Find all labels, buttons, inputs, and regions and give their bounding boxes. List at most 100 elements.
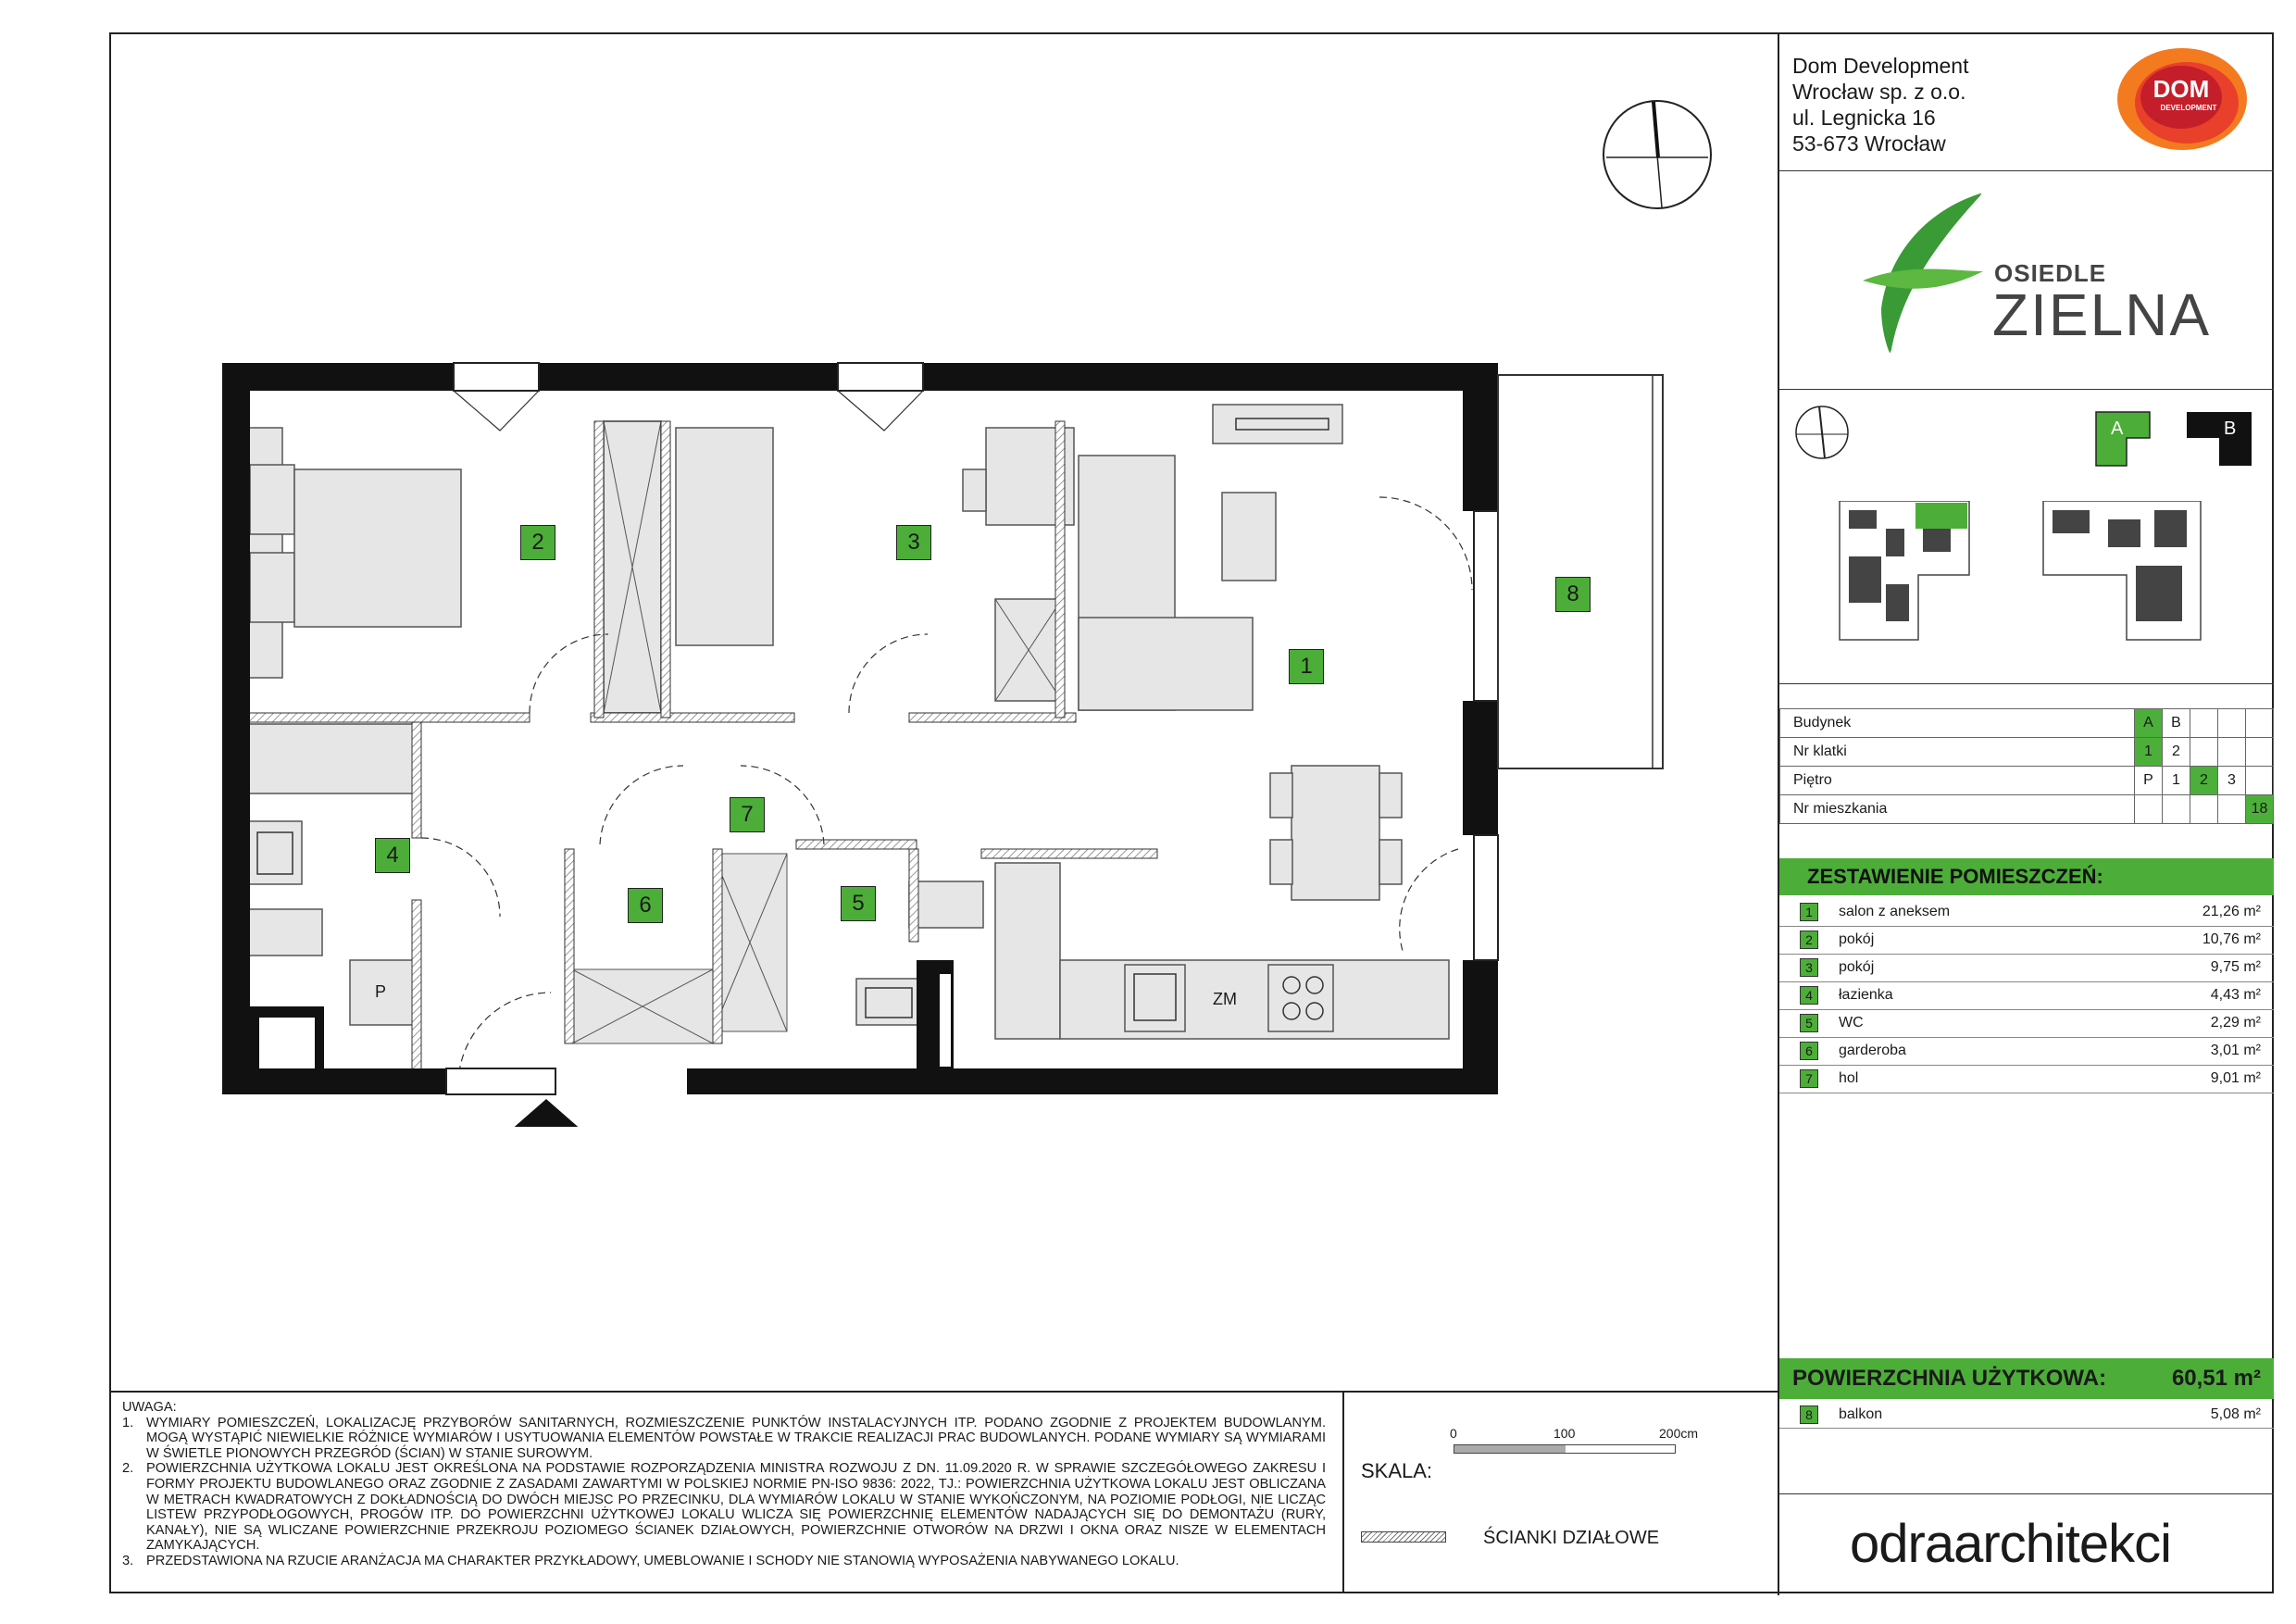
partition-legend-label: ŚCIANKI DZIAŁOWE bbox=[1483, 1528, 1660, 1548]
building-row: Budynek A B bbox=[1779, 708, 2274, 738]
scale-tick-100: 100 bbox=[1554, 1426, 1576, 1441]
room-num: 4 bbox=[1800, 986, 1818, 1005]
floor-label: Piętro bbox=[1779, 766, 2135, 795]
note-text: PRZEDSTAWIONA NA RZUCIE ARANŻACJA MA CHA… bbox=[146, 1553, 1179, 1568]
building-floor-plans-icon bbox=[1839, 501, 2202, 641]
room-area: 9,75 m² bbox=[2103, 954, 2274, 982]
scale-tick-0: 0 bbox=[1450, 1426, 1457, 1441]
room-name: łazienka bbox=[1839, 981, 2104, 1010]
room-tag-4: 4 bbox=[375, 838, 410, 873]
staircase-row: Nr klatki 1 2 bbox=[1779, 737, 2274, 767]
key-plan-block: A B bbox=[1779, 390, 2274, 684]
note-text: WYMIARY POMIESZCZEŃ, LOKALIZACJĘ PRZYBOR… bbox=[146, 1415, 1326, 1461]
room-num: 3 bbox=[1800, 958, 1818, 977]
unit-info-table: Budynek A B Nr klatki 1 2 Piętro P 1 2 3… bbox=[1779, 708, 2274, 824]
project-brand-small: OSIEDLE bbox=[1994, 259, 2107, 287]
room-tag-2: 2 bbox=[520, 525, 555, 560]
room-name: WC bbox=[1839, 1009, 2104, 1038]
floor-opt-p: P bbox=[2134, 766, 2163, 795]
staircase-opt-1: 1 bbox=[2134, 737, 2163, 767]
room-name: salon z aneksem bbox=[1839, 898, 2104, 927]
dom-logo-text: DOM bbox=[2153, 75, 2210, 103]
room-tag-6: 6 bbox=[628, 888, 663, 923]
room-tag-8: 8 bbox=[1555, 577, 1591, 612]
room-tag-5: 5 bbox=[841, 886, 876, 921]
scale-label: SKALA: bbox=[1361, 1459, 1433, 1482]
kitchen-zm-label: ZM bbox=[1213, 990, 1237, 1008]
project-logo-block: OSIEDLE ZIELNA bbox=[1779, 171, 2274, 390]
room-tag-1: 1 bbox=[1289, 649, 1324, 684]
room-num: 2 bbox=[1800, 931, 1818, 949]
usable-area-total: POWIERZCHNIA UŻYTKOWA: 60,51 m² bbox=[1779, 1358, 2274, 1399]
apartment-label: Nr mieszkania bbox=[1779, 794, 2135, 824]
note-item: 2.POWIERZCHNIA UŻYTKOWA LOKALU JEST OKRE… bbox=[122, 1461, 1326, 1554]
room-num: 7 bbox=[1800, 1069, 1818, 1088]
room-tag-7: 7 bbox=[730, 797, 765, 832]
apartment-number: 18 bbox=[2245, 794, 2274, 824]
building-opt-a: A bbox=[2134, 708, 2163, 738]
room-name: pokój bbox=[1839, 954, 2104, 982]
note-item: 3.PRZEDSTAWIONA NA RZUCIE ARANŻACJA MA C… bbox=[122, 1554, 1326, 1569]
room-area: 2,29 m² bbox=[2103, 1009, 2274, 1038]
developer-city: 53-673 Wrocław bbox=[1792, 131, 1946, 156]
floor-row: Piętro P 1 2 3 bbox=[1779, 766, 2274, 795]
staircase-label: Nr klatki bbox=[1779, 737, 2135, 767]
partition-hatch-swatch bbox=[1361, 1531, 1446, 1543]
room-area: 3,01 m² bbox=[2103, 1037, 2274, 1066]
developer-name: Dom Development bbox=[1792, 54, 1969, 78]
notes-heading: UWAGA: bbox=[122, 1400, 177, 1415]
balcony-row: 8 balkon 5,08 m² bbox=[1779, 1401, 2274, 1429]
room-name: pokój bbox=[1839, 926, 2104, 955]
usable-area-value: 60,51 m² bbox=[2171, 1366, 2261, 1391]
room-num: 5 bbox=[1800, 1014, 1818, 1032]
floor-plan-drawing bbox=[222, 362, 1664, 1127]
floor-opt-3: 3 bbox=[2217, 766, 2246, 795]
note-item: 1.WYMIARY POMIESZCZEŃ, LOKALIZACJĘ PRZYB… bbox=[122, 1415, 1326, 1461]
drawing-sheet: 1 2 3 4 5 6 7 8 ZM P Dom Development Wro… bbox=[109, 32, 2274, 1595]
usable-area-label: POWIERZCHNIA UŻYTKOWA: bbox=[1792, 1366, 2107, 1391]
floor-plan-area: 1 2 3 4 5 6 7 8 ZM P bbox=[111, 34, 1778, 1391]
title-block: Dom Development Wrocław sp. z o.o. ul. L… bbox=[1778, 34, 2274, 1595]
architect-logo-block: odraarchitekci bbox=[1779, 1493, 2274, 1595]
dom-logo-subtext: DEVELOPMENT bbox=[2161, 104, 2217, 112]
legend-block: SKALA: 0 100 200cm ŚCIANKI DZIAŁOWE bbox=[1342, 1391, 1778, 1593]
room-area: 9,01 m² bbox=[2103, 1065, 2274, 1093]
compass-icon bbox=[1603, 100, 1712, 209]
key-plan-compass-icon bbox=[1795, 406, 1849, 459]
balcony-name: balkon bbox=[1839, 1406, 1883, 1422]
key-building-a: A bbox=[2111, 418, 2124, 439]
building-opt-b: B bbox=[2162, 708, 2190, 738]
dom-development-logo: DOM DEVELOPMENT bbox=[2117, 48, 2247, 150]
apartment-row: Nr mieszkania 18 bbox=[1779, 794, 2274, 824]
room-num: 1 bbox=[1800, 902, 1818, 921]
room-summary-title: ZESTAWIENIE POMIESZCZEŃ: bbox=[1779, 858, 2274, 895]
developer-street: ul. Legnicka 16 bbox=[1792, 106, 1936, 130]
balcony-area: 5,08 m² bbox=[2210, 1406, 2261, 1422]
notes-block: UWAGA: 1.WYMIARY POMIESZCZEŃ, LOKALIZACJ… bbox=[111, 1391, 1342, 1593]
developer-address: Dom Development Wrocław sp. z o.o. ul. L… bbox=[1792, 53, 1968, 156]
project-brand-big: ZIELNA bbox=[1992, 281, 2212, 348]
building-label: Budynek bbox=[1779, 708, 2135, 738]
room-area: 21,26 m² bbox=[2103, 898, 2274, 927]
floor-opt-2: 2 bbox=[2190, 766, 2218, 795]
developer-company: Wrocław sp. z o.o. bbox=[1792, 80, 1966, 104]
scale-bar bbox=[1454, 1444, 1676, 1454]
key-building-b: B bbox=[2224, 418, 2236, 439]
floor-opt-1: 1 bbox=[2162, 766, 2190, 795]
building-key-icon: A B bbox=[2095, 411, 2252, 467]
balcony-num: 8 bbox=[1800, 1405, 1818, 1424]
room-tag-3: 3 bbox=[896, 525, 931, 560]
staircase-opt-2: 2 bbox=[2162, 737, 2190, 767]
developer-block: Dom Development Wrocław sp. z o.o. ul. L… bbox=[1779, 34, 2274, 171]
room-area: 4,43 m² bbox=[2103, 981, 2274, 1010]
room-name: hol bbox=[1839, 1065, 2104, 1093]
leaf-logo-icon bbox=[1863, 192, 1985, 356]
room-name: garderoba bbox=[1839, 1037, 2104, 1066]
